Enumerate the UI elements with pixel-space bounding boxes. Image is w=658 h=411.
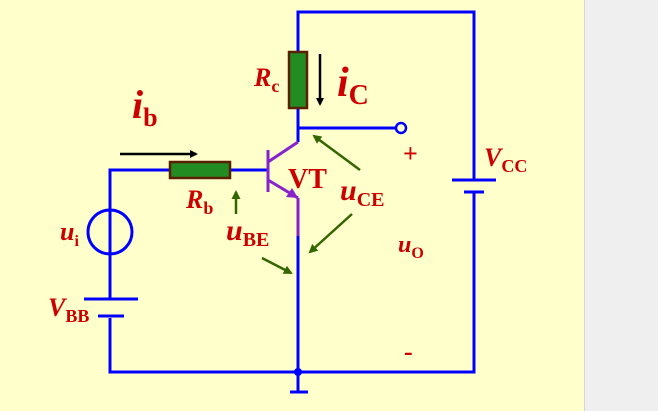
right-scrollbar-area[interactable]	[584, 0, 658, 411]
label-vcc: VCC	[484, 143, 527, 176]
output-terminal	[394, 121, 408, 135]
label-output-plus: +	[403, 139, 418, 168]
label-uo: uO	[398, 232, 424, 262]
label-ic: iC	[337, 60, 369, 111]
label-vt: VT	[288, 164, 327, 195]
uce-arrow-to-collector	[312, 134, 361, 172]
circuit-diagram: ib iC Rc Rb VT ui VBB VCC uBE uCE uO + -	[48, 10, 527, 394]
label-ube: uBE	[226, 214, 269, 251]
ube-arrow-to-emitter	[261, 256, 293, 275]
voltage-indicator-arrows	[231, 134, 361, 275]
emitter-arrow-icon	[286, 188, 298, 198]
bottom-rail-wire	[108, 192, 476, 374]
resistor-rc	[287, 50, 309, 110]
label-rc: Rc	[253, 63, 279, 96]
top-rail-wire	[296, 10, 476, 180]
label-uce: uCE	[340, 174, 384, 211]
source-to-rb-wire	[108, 168, 170, 210]
uce-arrow-to-emitter	[308, 213, 353, 254]
resistor-rb	[168, 160, 232, 180]
label-ui: ui	[60, 217, 79, 250]
ground-junction-dot	[294, 368, 302, 376]
label-rb: Rb	[185, 185, 213, 218]
label-vbb: VBB	[48, 293, 89, 326]
circuit-wires	[108, 10, 476, 394]
label-ib: ib	[132, 82, 158, 132]
label-output-minus: -	[404, 337, 413, 366]
